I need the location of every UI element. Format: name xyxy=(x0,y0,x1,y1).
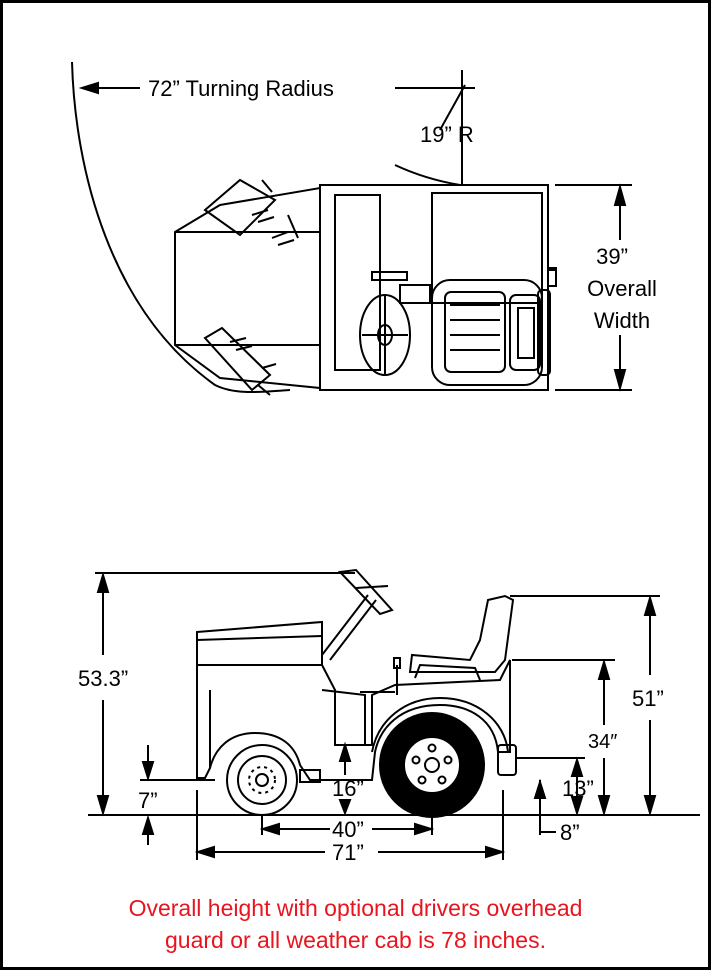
height-total-label: 53.3” xyxy=(78,666,128,691)
overall-width-value: 39” xyxy=(596,244,628,269)
seat-back-pad xyxy=(517,307,535,359)
arrowhead-icon xyxy=(643,795,657,817)
overall-width-line2: Width xyxy=(594,308,650,333)
height-note-line1: Overall height with optional drivers ove… xyxy=(128,895,583,921)
turning-radius-arc xyxy=(71,61,291,394)
steering-rim xyxy=(355,585,389,589)
turning-radius-label: 72” Turning Radius xyxy=(148,76,334,101)
seat-height-label: 51” xyxy=(632,686,664,711)
rear-lug xyxy=(411,755,421,765)
side-view xyxy=(88,568,700,860)
arrowhead-icon xyxy=(96,571,110,593)
ground-clearance-label: 16” xyxy=(332,776,364,801)
deck-height-label: 34″ xyxy=(588,731,617,753)
arrowhead-icon xyxy=(597,795,611,817)
steering-column xyxy=(329,599,377,661)
overall-width-line1: Overall xyxy=(587,276,657,301)
seat-back xyxy=(509,294,541,371)
rear-hitch-side xyxy=(497,744,517,776)
arrowhead-icon xyxy=(597,658,611,680)
shift-knob xyxy=(393,657,401,669)
front-bumper-block xyxy=(299,769,321,783)
arrowhead-icon xyxy=(643,594,657,616)
seat-base xyxy=(431,279,543,386)
seat-back-edge xyxy=(537,289,551,376)
top-view xyxy=(71,61,632,396)
rear-hub xyxy=(424,757,440,773)
hood-top-seam xyxy=(196,635,323,641)
arrowhead-icon xyxy=(194,845,215,859)
rear-lug xyxy=(437,775,447,785)
seat-cushion-side xyxy=(414,663,481,681)
inner-radius-label: 19” R xyxy=(420,122,474,147)
arrowhead-icon xyxy=(414,822,435,836)
rear-lug xyxy=(417,775,427,785)
seat-side xyxy=(408,594,515,673)
wheelbase-label: 40” xyxy=(332,817,364,842)
front-clearance-label: 7” xyxy=(138,788,158,813)
dash-panel xyxy=(334,194,381,371)
arrowhead-icon xyxy=(570,756,584,777)
front-wheel-top xyxy=(203,178,299,246)
arrowhead-icon xyxy=(613,183,627,206)
steering-column xyxy=(321,594,369,656)
rear-hitch xyxy=(547,267,557,287)
front-lugs xyxy=(248,766,276,794)
rear-overhang-label: 8” xyxy=(560,820,580,845)
arrowhead-icon xyxy=(533,778,547,799)
control-lever xyxy=(371,271,408,281)
deck-body xyxy=(319,184,549,391)
hitch-height-label: 13” xyxy=(562,776,594,801)
rear-lug xyxy=(427,743,437,753)
arrowhead-icon xyxy=(141,814,155,835)
arrowhead-icon xyxy=(485,845,506,859)
body-outline xyxy=(196,620,511,781)
dash-outline xyxy=(321,689,366,745)
front-rim xyxy=(237,755,287,805)
inner-radius-leader xyxy=(439,84,466,131)
front-wheel-bottom xyxy=(203,326,277,396)
arrowhead-icon xyxy=(78,81,99,95)
steering-wheel-side xyxy=(337,568,394,616)
arrowhead-icon xyxy=(96,795,110,817)
arrowhead-icon xyxy=(338,741,352,762)
rear-deck-panel xyxy=(431,192,543,304)
arrowhead-icon xyxy=(338,799,352,816)
pedal-box xyxy=(399,284,431,304)
hood-outline xyxy=(174,186,321,390)
height-note: Overall height with optional drivers ove… xyxy=(40,892,671,956)
arrowhead-icon xyxy=(613,369,627,392)
front-hub xyxy=(255,773,269,787)
inner-radius-arc xyxy=(394,164,461,186)
arrowhead-icon xyxy=(141,761,155,782)
rear-fender xyxy=(371,696,509,753)
height-note-line2: guard or all weather cab is 78 inches. xyxy=(165,927,546,953)
seat-cushion xyxy=(444,291,506,373)
rear-lug xyxy=(443,755,453,765)
arrowhead-icon xyxy=(259,822,280,836)
overall-length-label: 71” xyxy=(332,840,364,865)
arrowhead-icon xyxy=(570,796,584,817)
